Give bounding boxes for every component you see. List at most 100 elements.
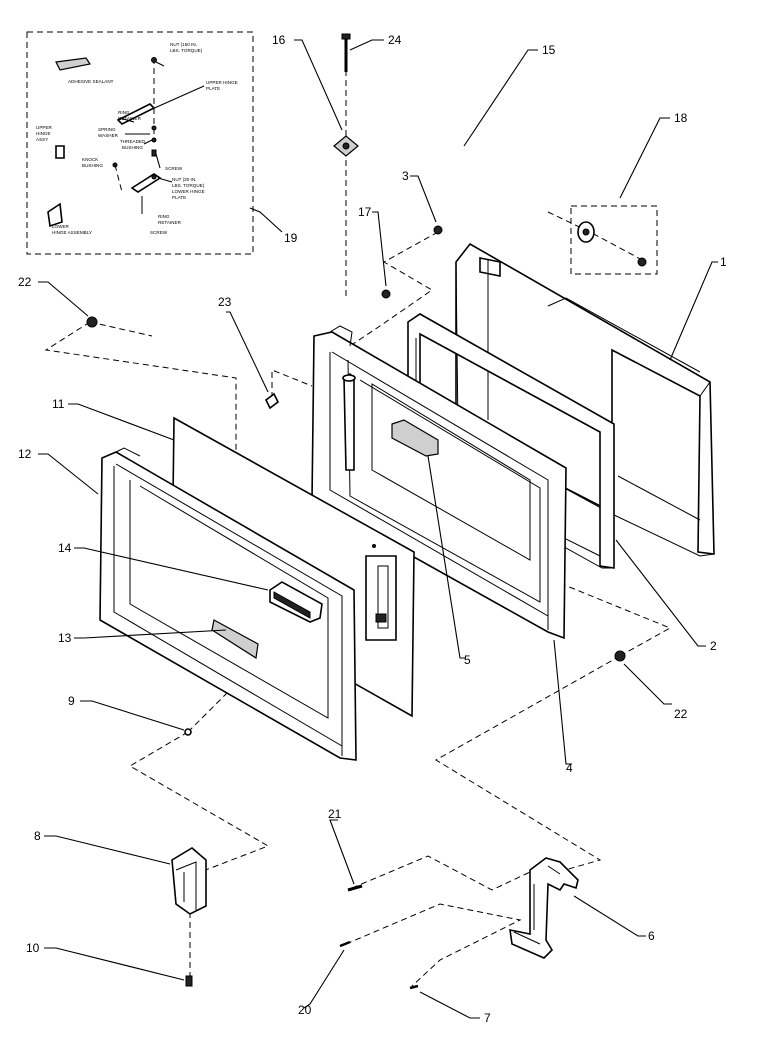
inset-border — [26, 31, 254, 255]
label-knock-1: KNOCK — [82, 157, 99, 162]
part-17-nut — [381, 289, 391, 299]
part-9-screw — [184, 728, 192, 736]
part-22-nut-upper — [86, 316, 98, 328]
callout-11: 11 — [52, 397, 65, 411]
label-upper-assy-1: UPPER — [36, 125, 53, 130]
part-3-nut — [433, 225, 443, 235]
lower-hinge-assembly-part — [47, 202, 63, 228]
part-12-outer-frame — [99, 447, 357, 761]
callout-8: 8 — [34, 829, 41, 843]
callout-15: 15 — [542, 43, 556, 57]
leader-13 — [74, 629, 227, 639]
label-upper-plate-2: PLATE — [206, 86, 220, 91]
label-ring-2: RETAINER — [118, 116, 142, 121]
label-upper-plate-1: UPPER HINGE — [206, 80, 238, 85]
leader-threaded — [143, 139, 153, 145]
leader-ring-retainer — [119, 117, 135, 123]
callout-2: 2 — [710, 639, 717, 653]
leader-18 — [619, 117, 670, 199]
callout-6: 6 — [648, 929, 655, 943]
callout-21: 21 — [328, 807, 342, 821]
lower-nut-part — [151, 174, 157, 180]
leader-16 — [294, 39, 343, 131]
label-ring-low-2: RETAINER — [158, 220, 182, 225]
leader-1 — [669, 261, 718, 361]
dash-left-lower — [129, 731, 270, 877]
hinge-detail-inset: ADHESIVE SEALANT NUT (150 IN. LBS. TORQU… — [26, 31, 254, 255]
part-23-clip — [264, 392, 280, 410]
callout-13: 13 — [58, 631, 72, 645]
part-21-screw — [347, 884, 363, 892]
label-screw-1: SCREW — [165, 166, 183, 171]
part-22-nut-lower — [614, 650, 626, 662]
leader-17 — [372, 211, 387, 287]
callout-16: 16 — [272, 33, 286, 47]
leader-15 — [463, 49, 538, 147]
leader-22a — [38, 281, 89, 317]
part-8-handle — [171, 847, 207, 915]
label-nut-low-2: LBS. TORQUE) — [172, 183, 205, 188]
leader-screw1 — [155, 153, 161, 169]
label-nut-low-1: NUT (30 IN. — [172, 177, 196, 182]
dash-center-upper — [343, 231, 439, 351]
label-lower-assy-2: HINGE ASSEMBLY — [52, 230, 92, 235]
leader-2 — [615, 539, 706, 647]
part-4-inner-door — [311, 325, 567, 640]
dash-left-top — [44, 321, 237, 455]
callout-20: 20 — [298, 1003, 312, 1017]
callout-12: 12 — [18, 447, 32, 461]
leader-19 — [249, 207, 283, 233]
callout-24: 24 — [388, 33, 402, 47]
label-lower-assy-1: LOWER — [52, 224, 70, 229]
label-upper-assy-2: HINGE — [36, 131, 51, 136]
part-16-hinge — [333, 135, 359, 157]
leader-5 — [427, 455, 466, 659]
dash-right-mid — [561, 583, 672, 657]
callout-23: 23 — [218, 295, 232, 309]
leader-21 — [329, 819, 355, 885]
label-knock-2: BUSHING — [82, 163, 103, 168]
leader-23 — [226, 311, 269, 393]
callout-10: 10 — [26, 941, 40, 955]
label-ring-low-1: RING — [158, 214, 170, 219]
dash-left-top-b — [89, 321, 153, 337]
adhesive-tube-icon — [55, 57, 91, 71]
callout-4: 4 — [566, 761, 573, 775]
spring-washer-part — [151, 125, 157, 131]
dash-20-7 — [345, 903, 522, 987]
part-24-screw — [341, 33, 351, 72]
leader-24 — [349, 39, 384, 51]
part-15-rod — [347, 100, 553, 207]
label-ring-1: RING — [118, 110, 130, 115]
leader-3 — [410, 175, 437, 223]
leader-14 — [74, 547, 269, 591]
part-18-washer-box — [570, 205, 658, 275]
callout-9: 9 — [68, 694, 75, 708]
label-nut-top-1: NUT (150 IN. — [170, 42, 197, 47]
dash-18 — [547, 211, 647, 263]
callout-5: 5 — [464, 653, 471, 667]
callout-7: 7 — [484, 1011, 491, 1025]
part-14-label-dark — [273, 591, 311, 619]
callout-14: 14 — [58, 541, 72, 555]
label-spring-1: SPRING — [98, 127, 116, 132]
leader-4 — [553, 639, 572, 765]
inset-dash-b — [114, 164, 123, 193]
callout-3: 3 — [402, 169, 409, 183]
part-7-screw — [409, 984, 419, 990]
dash-21 — [351, 855, 531, 891]
label-lower-plate-2: PLATE — [172, 195, 186, 200]
leader-12 — [38, 453, 99, 495]
part-5-bracket — [391, 419, 439, 457]
upper-hinge-assy-part — [55, 145, 65, 159]
label-upper-assy-3: ASSY — [36, 137, 48, 142]
label-nut-top-2: LBS. TORQUE) — [170, 48, 203, 53]
callout-22-lower: 22 — [674, 707, 688, 721]
dash-23 — [271, 369, 313, 398]
leader-lines — [38, 39, 718, 1019]
screw-part — [151, 149, 157, 157]
leader-10 — [44, 947, 185, 981]
callout-numbers: 16 24 15 18 3 17 19 1 22 23 11 12 14 13 … — [18, 33, 727, 1025]
leader-11 — [68, 403, 175, 441]
callout-22-upper: 22 — [18, 275, 32, 289]
